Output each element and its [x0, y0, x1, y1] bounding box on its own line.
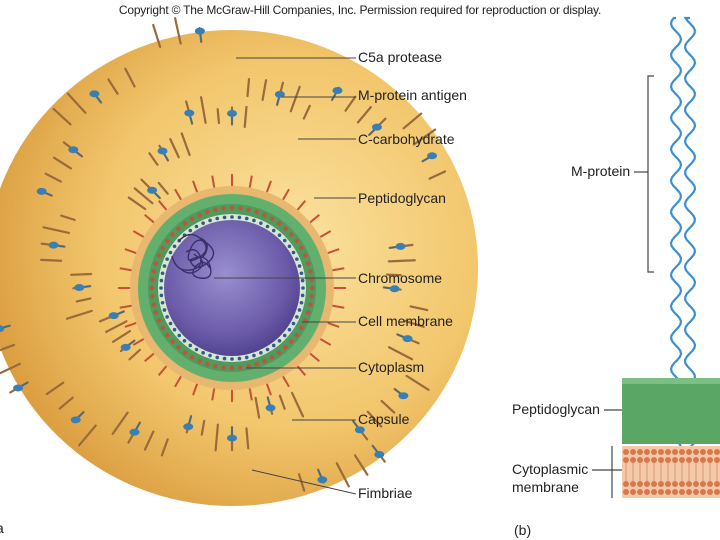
label-c-carbohydrate: C-carbohydrate: [358, 131, 455, 147]
m-protein-bracket: [647, 75, 654, 273]
label-peptidoglycan: Peptidoglycan: [358, 190, 446, 206]
cytoplasm-shape: [164, 220, 300, 356]
label-cytoplasmic-membrane-line2: membrane: [512, 479, 579, 495]
label-chromosome: Chromosome: [358, 270, 443, 286]
label-peptidoglycan-b: Peptidoglycan: [512, 401, 600, 417]
label-fimbriae: Fimbriae: [358, 485, 413, 501]
label-leaders: [214, 57, 357, 495]
fimbriae-group: [0, 17, 447, 492]
label-cell-membrane: Cell membrane: [358, 313, 453, 329]
membrane-lipids: [118, 174, 346, 402]
label-capsule: Capsule: [358, 411, 410, 427]
label-m-protein-antigen: M-protein antigen: [358, 87, 467, 103]
label-m-protein: M-protein: [571, 163, 631, 179]
chromosome-shape: [171, 233, 215, 279]
label-c5a-protease: C5a protease: [358, 49, 443, 65]
membrane-lipid-heads: [623, 449, 720, 495]
panel-a-letter: a: [0, 520, 4, 536]
peptidoglycan-block: [622, 378, 720, 444]
label-cytoplasm: Cytoplasm: [358, 359, 425, 375]
label-cytoplasmic-membrane-line1: Cytoplasmic: [512, 461, 589, 477]
panel-b-letter: (b): [514, 522, 532, 538]
copyright-notice: Copyright © The McGraw-Hill Companies, I…: [118, 3, 602, 17]
